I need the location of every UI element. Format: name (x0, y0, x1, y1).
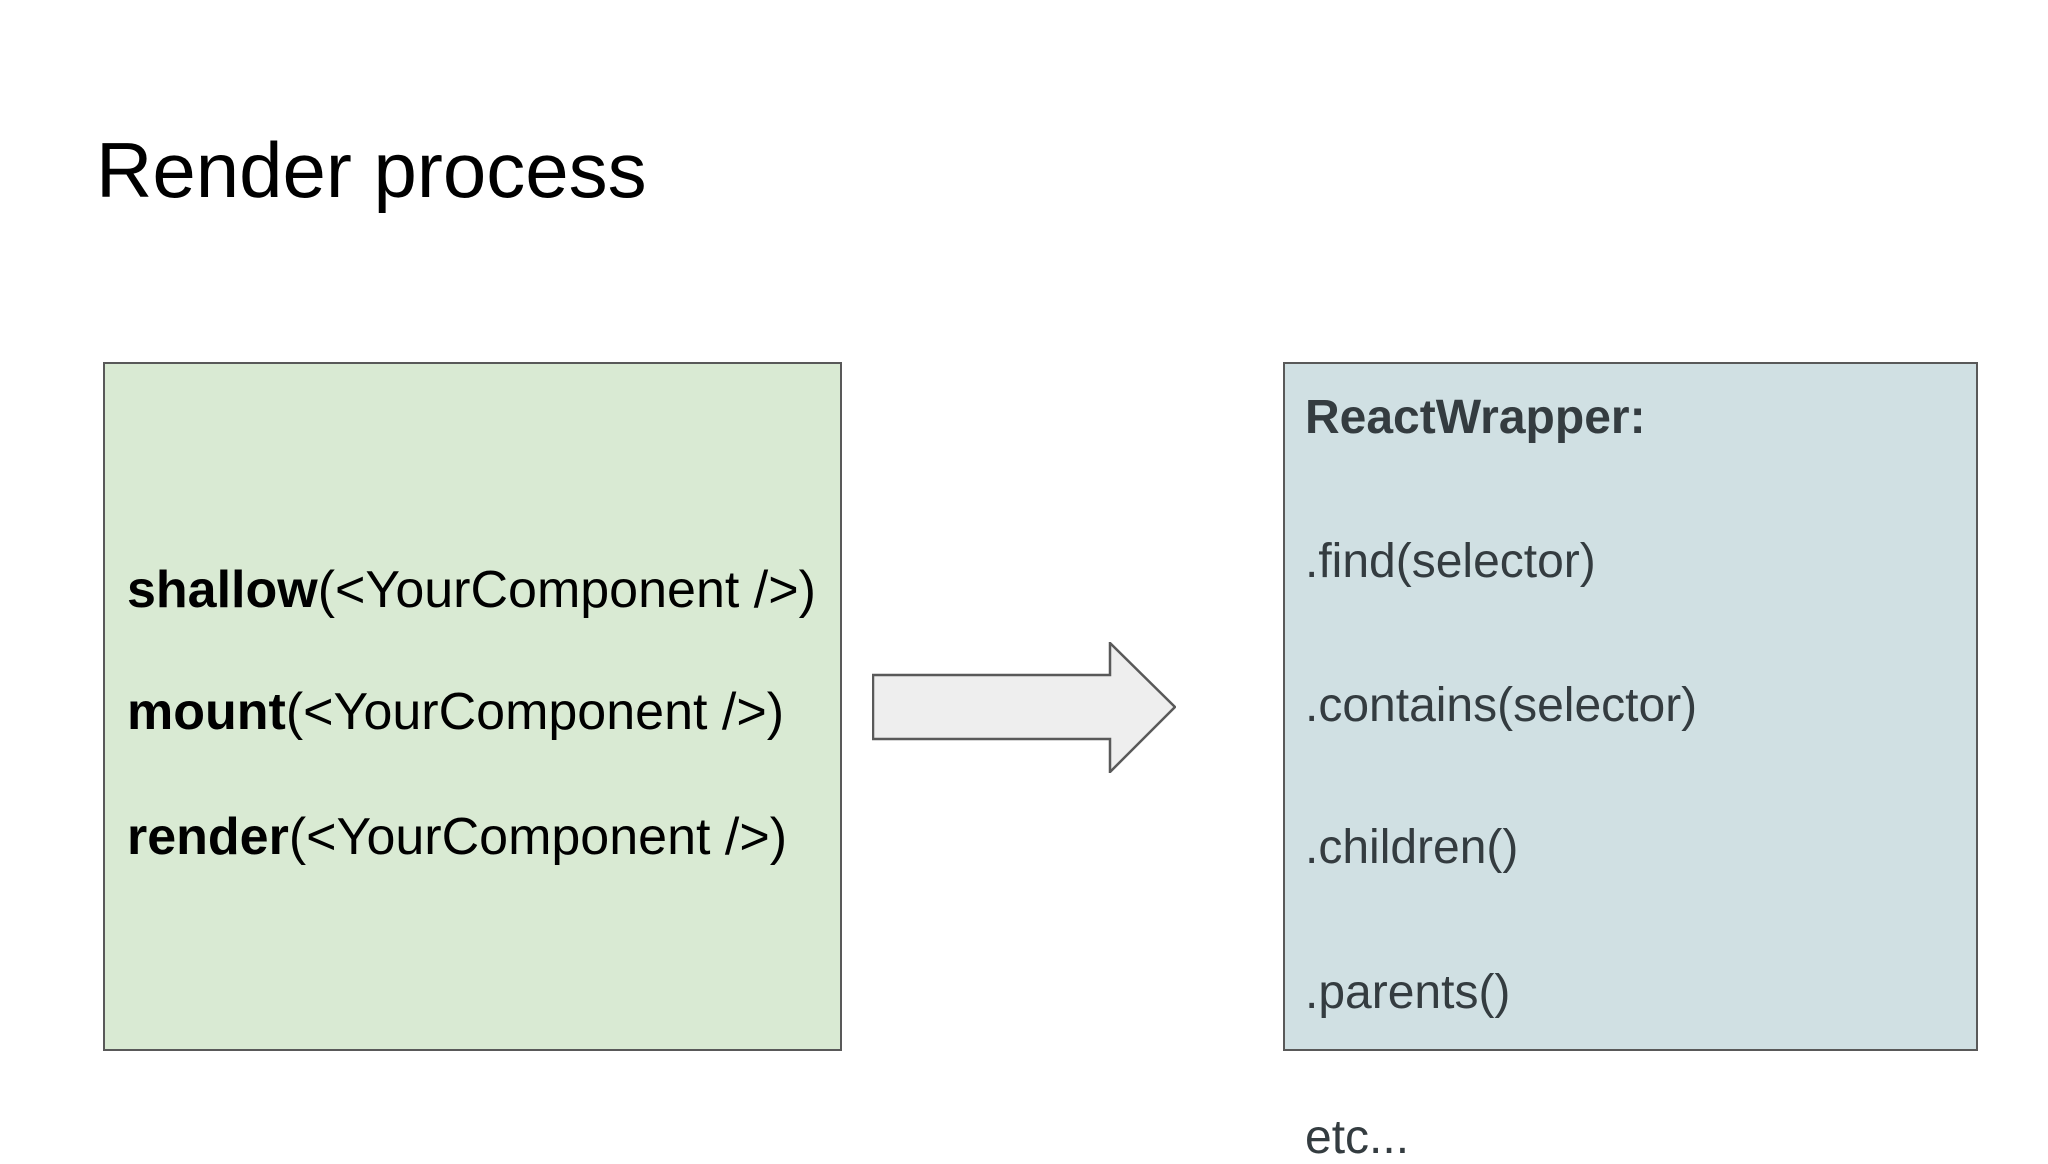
react-wrapper-box (1283, 362, 1978, 1051)
method-contains: .contains(selector) (1305, 679, 1698, 732)
react-wrapper-header: ReactWrapper: (1305, 391, 1646, 444)
method-find: .find(selector) (1305, 535, 1596, 588)
flow-right-arrow-icon (872, 642, 1176, 773)
method-children: .children() (1305, 821, 1519, 874)
shallow-keyword: shallow (127, 561, 318, 619)
shallow-args: (<YourComponent />) (317, 561, 816, 619)
mount-line: mount(<YourComponent />) (127, 686, 784, 738)
mount-keyword: mount (127, 683, 286, 741)
mount-args: (<YourComponent />) (285, 683, 785, 741)
render-args: (<YourComponent />) (288, 808, 788, 866)
shallow-line: shallow(<YourComponent />) (127, 564, 816, 616)
render-line: render(<YourComponent />) (127, 811, 787, 863)
render-functions-box (103, 362, 842, 1051)
slide-title: Render process (96, 126, 647, 214)
methods-etc-line: etc... (1305, 1111, 1410, 1164)
render-keyword: render (127, 808, 289, 866)
method-parents: .parents() (1305, 966, 1511, 1019)
